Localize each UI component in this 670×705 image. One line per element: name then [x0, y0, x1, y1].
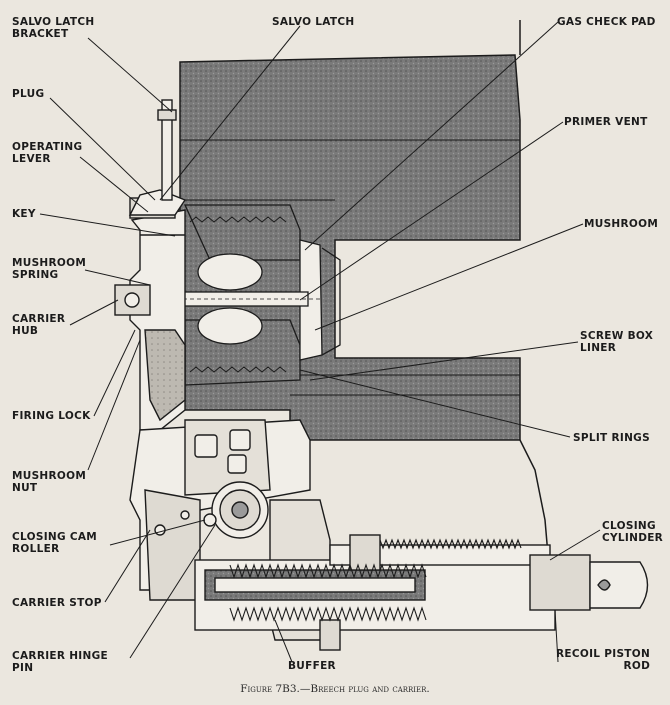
label-mushroom-spring: MUSHROOM SPRING	[12, 257, 87, 281]
label-buffer: BUFFER	[288, 660, 336, 672]
label-closing-cam-roller: CLOSING CAM ROLLER	[12, 531, 98, 555]
label-split-rings: SPLIT RINGS	[573, 432, 650, 444]
label-operating-lever: OPERATING LEVER	[12, 141, 83, 165]
leader-lines	[39, 21, 601, 663]
label-gas-check-pad: GAS CHECK PAD	[557, 16, 656, 28]
label-key: KEY	[12, 208, 36, 220]
label-mushroom-nut: MUSHROOM NUT	[12, 470, 87, 494]
label-firing-lock: FIRING LOCK	[12, 410, 91, 422]
label-screw-box-liner: SCREW BOX LINER	[580, 330, 654, 354]
label-plug: PLUG	[12, 88, 45, 100]
label-carrier-stop: CARRIER STOP	[12, 597, 102, 609]
label-carrier-hinge-pin: CARRIER HINGE PIN	[12, 650, 108, 674]
closing-cylinder-assembly	[194, 499, 649, 651]
label-carrier-hub: CARRIER HUB	[12, 313, 66, 337]
label-primer-vent: PRIMER VENT	[564, 116, 648, 128]
housing-outline	[519, 20, 549, 556]
operating-lever	[128, 99, 187, 216]
recoil-spring	[229, 538, 522, 622]
closing-cam-roller	[203, 481, 269, 539]
gas-check-pad	[197, 239, 341, 361]
label-closing-cylinder: CLOSING CYLINDER	[602, 520, 664, 544]
label-salvo-latch: SALVO LATCH	[272, 16, 355, 28]
label-salvo-latch-bracket: SALVO LATCH BRACKET	[12, 16, 95, 40]
carrier	[114, 197, 186, 431]
label-mushroom: MUSHROOM	[584, 218, 659, 230]
label-recoil-piston-rod: RECOIL PISTON ROD	[556, 648, 651, 672]
figure-caption: Figure 7B3.—Breech plug and carrier.	[240, 683, 430, 695]
